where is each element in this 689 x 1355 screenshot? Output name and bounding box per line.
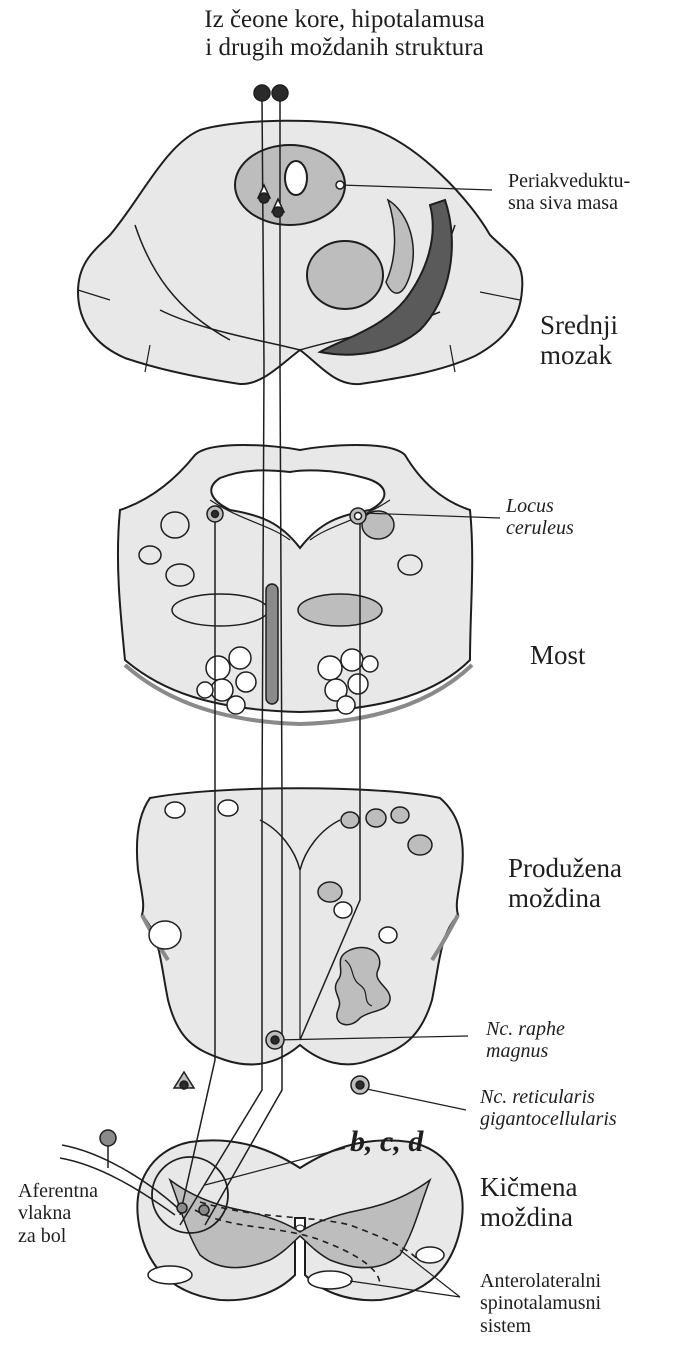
- neuron-top-right: [272, 85, 288, 101]
- label-anterolateral: Anterolateralni spinotalamusni sistem: [480, 1270, 601, 1337]
- header-text: Iz čeone kore, hipotalamusa i drugih mož…: [0, 6, 689, 62]
- label-pons: Most: [530, 640, 586, 670]
- spinal-cord-section: [137, 1140, 462, 1300]
- red-nucleus: [307, 241, 383, 309]
- afferent-neuron: [100, 1130, 116, 1146]
- label-midbrain: Srednji mozak: [540, 310, 618, 370]
- neuron-top-left: [254, 85, 270, 101]
- label-reticularis: Nc. reticularis gigantocellularis: [480, 1086, 617, 1131]
- pons-section: [118, 445, 472, 724]
- label-bcd: b, c, d: [350, 1125, 423, 1159]
- midbrain-section: [78, 121, 522, 384]
- label-medulla: Produžena moždina: [508, 853, 622, 913]
- label-afferent: Aferentna vlakna za bol: [18, 1180, 98, 1247]
- label-locus-ceruleus: Locus ceruleus: [506, 495, 574, 540]
- header-line-1: Iz čeone kore, hipotalamusa: [0, 6, 689, 34]
- label-periaqueductal: Periakveduktu- sna siva masa: [508, 170, 630, 215]
- label-raphe-magnus: Nc. raphe magnus: [486, 1018, 565, 1063]
- medulla-section: [137, 788, 463, 1064]
- label-spinal-cord: Kičmena moždina: [480, 1172, 577, 1232]
- header-line-2: i drugih moždanih struktura: [0, 34, 689, 62]
